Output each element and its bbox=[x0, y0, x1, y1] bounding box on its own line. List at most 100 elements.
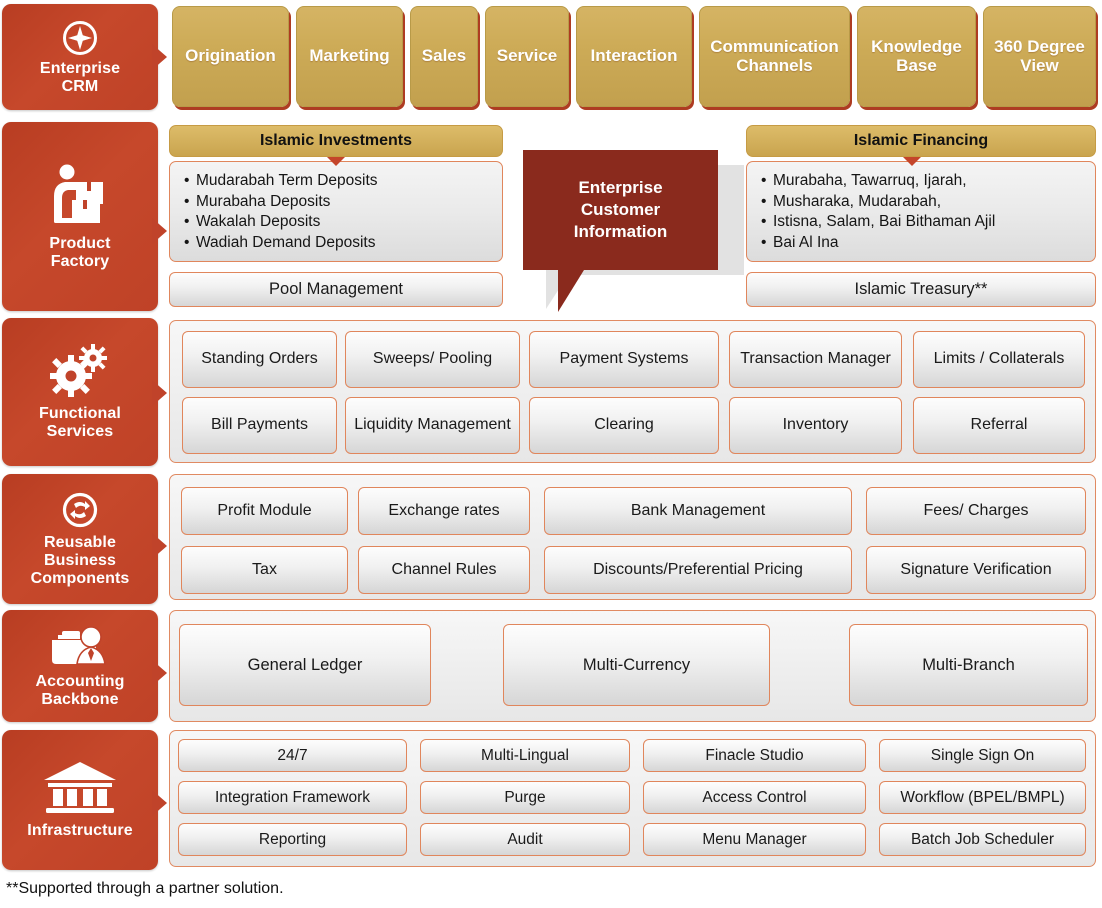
crm-tile-label: Service bbox=[496, 46, 558, 66]
briefcase-person-icon bbox=[44, 623, 116, 669]
list-item: •Murabaha Deposits bbox=[184, 192, 331, 210]
islamic-financing-header-label: Islamic Financing bbox=[853, 132, 989, 149]
rail-arrow-2 bbox=[152, 218, 167, 244]
tile-multi-lingual[interactable]: Multi-Lingual bbox=[420, 739, 630, 772]
rail-label-line1: Functional bbox=[39, 405, 121, 423]
tile-bank-management[interactable]: Bank Management bbox=[544, 487, 852, 535]
tile-label: Access Control bbox=[702, 788, 807, 806]
islamic-treasury-tile[interactable]: Islamic Treasury** bbox=[746, 272, 1096, 307]
rail-item-enterprise-crm[interactable]: Enterprise CRM bbox=[2, 4, 158, 110]
tile-integration-framework[interactable]: Integration Framework bbox=[178, 781, 407, 814]
tile-payment-systems[interactable]: Payment Systems bbox=[529, 331, 719, 388]
islamic-financing-header[interactable]: Islamic Financing bbox=[746, 125, 1096, 157]
tile-tax[interactable]: Tax bbox=[181, 546, 348, 594]
tile-access-control[interactable]: Access Control bbox=[643, 781, 866, 814]
rail-item-reusable-business-components[interactable]: Reusable Business Components bbox=[2, 474, 158, 604]
crm-tile-origination[interactable]: Origination bbox=[172, 6, 289, 107]
tile-label: Multi-Currency bbox=[582, 655, 691, 674]
tile-finacle-studio[interactable]: Finacle Studio bbox=[643, 739, 866, 772]
tile-batch-job-scheduler[interactable]: Batch Job Scheduler bbox=[879, 823, 1086, 856]
rail-label-line1: Reusable bbox=[44, 534, 116, 552]
crm-tile-marketing[interactable]: Marketing bbox=[296, 6, 403, 107]
rail-arrow-5 bbox=[152, 660, 167, 686]
tile-channel-rules[interactable]: Channel Rules bbox=[358, 546, 530, 594]
tile-workflow-bpel-bmpl[interactable]: Workflow (BPEL/BMPL) bbox=[879, 781, 1086, 814]
rail-arrow-3 bbox=[152, 380, 167, 406]
tile-bill-payments[interactable]: Bill Payments bbox=[182, 397, 337, 454]
crm-tile-knowledge-base[interactable]: Knowledge Base bbox=[857, 6, 976, 107]
enterprise-customer-information-bubble[interactable]: Enterprise Customer Information bbox=[523, 150, 718, 270]
worker-boxes-icon bbox=[43, 163, 117, 229]
rail-label-line2: Services bbox=[46, 423, 114, 440]
tile-fees-charges[interactable]: Fees/ Charges bbox=[866, 487, 1086, 535]
tile-limits-collaterals[interactable]: Limits / Collaterals bbox=[913, 331, 1085, 388]
tile-general-ledger[interactable]: General Ledger bbox=[179, 624, 431, 706]
tile-multi-currency[interactable]: Multi-Currency bbox=[503, 624, 770, 706]
tile-single-sign-on[interactable]: Single Sign On bbox=[879, 739, 1086, 772]
tile-label: General Ledger bbox=[247, 655, 363, 674]
tile-sweeps-pooling[interactable]: Sweeps/ Pooling bbox=[345, 331, 520, 388]
tile-24-7[interactable]: 24/7 bbox=[178, 739, 407, 772]
islamic-investments-header-label: Islamic Investments bbox=[259, 132, 413, 149]
tile-label: Bank Management bbox=[630, 501, 766, 519]
tile-label: Profit Module bbox=[217, 501, 312, 519]
islamic-financing-list: •Murabaha, Tawarruq, Ijarah, •Musharaka,… bbox=[746, 161, 1096, 262]
list-item: •Istisna, Salam, Bai Bithaman Ajil bbox=[761, 213, 996, 231]
tile-label: Tax bbox=[252, 560, 277, 578]
tile-clearing[interactable]: Clearing bbox=[529, 397, 719, 454]
tile-referral[interactable]: Referral bbox=[913, 397, 1085, 454]
rail-label-line2: Backbone bbox=[41, 691, 119, 708]
tile-label: Transaction Manager bbox=[740, 350, 891, 368]
rail-label-line2: CRM bbox=[61, 78, 99, 95]
bubble-line3: Information bbox=[573, 222, 668, 242]
tile-label: Exchange rates bbox=[388, 501, 500, 519]
tile-menu-manager[interactable]: Menu Manager bbox=[643, 823, 866, 856]
bubble-line1: Enterprise bbox=[578, 177, 663, 197]
bubble-tail bbox=[558, 270, 584, 312]
crm-tile-label: Knowledge Base bbox=[871, 36, 962, 75]
tile-liquidity-management[interactable]: Liquidity Management bbox=[345, 397, 520, 454]
tile-profit-module[interactable]: Profit Module bbox=[181, 487, 348, 535]
tile-label: Pool Management bbox=[269, 280, 403, 299]
rail-item-accounting-backbone[interactable]: Accounting Backbone bbox=[2, 610, 158, 722]
rail-item-product-factory[interactable]: Product Factory bbox=[2, 122, 158, 311]
tile-label: Referral bbox=[970, 416, 1028, 434]
tile-label: Audit bbox=[507, 830, 543, 848]
crm-tile-service[interactable]: Service bbox=[485, 6, 569, 107]
tile-transaction-manager[interactable]: Transaction Manager bbox=[729, 331, 902, 388]
tile-signature-verification[interactable]: Signature Verification bbox=[866, 546, 1086, 594]
tile-exchange-rates[interactable]: Exchange rates bbox=[358, 487, 530, 535]
tile-multi-branch[interactable]: Multi-Branch bbox=[849, 624, 1088, 706]
tile-standing-orders[interactable]: Standing Orders bbox=[182, 331, 337, 388]
tile-audit[interactable]: Audit bbox=[420, 823, 630, 856]
crm-tile-interaction[interactable]: Interaction bbox=[576, 6, 692, 107]
crm-tile-communication-channels[interactable]: Communication Channels bbox=[699, 6, 850, 107]
tile-label: Sweeps/ Pooling bbox=[372, 350, 493, 368]
list-item: •Wadiah Demand Deposits bbox=[184, 233, 376, 251]
islamic-financing-notch-icon bbox=[903, 157, 921, 166]
tile-label: Finacle Studio bbox=[705, 746, 804, 764]
tile-label: Payment Systems bbox=[559, 350, 689, 368]
crm-tile-360-degree-view[interactable]: 360 Degree View bbox=[983, 6, 1096, 107]
islamic-investments-list: •Mudarabah Term Deposits •Murabaha Depos… bbox=[169, 161, 503, 262]
crm-tile-label: Marketing bbox=[309, 46, 390, 66]
rail-item-functional-services[interactable]: Functional Services bbox=[2, 318, 158, 466]
tile-label: Signature Verification bbox=[900, 560, 1052, 578]
tile-label: Standing Orders bbox=[201, 350, 318, 368]
rail-item-infrastructure[interactable]: Infrastructure bbox=[2, 730, 158, 870]
gears-icon bbox=[45, 343, 115, 399]
tile-reporting[interactable]: Reporting bbox=[178, 823, 407, 856]
tile-inventory[interactable]: Inventory bbox=[729, 397, 902, 454]
islamic-investments-header[interactable]: Islamic Investments bbox=[169, 125, 503, 157]
rail-label-line2: Business bbox=[44, 552, 116, 570]
tile-purge[interactable]: Purge bbox=[420, 781, 630, 814]
rail-label-line3: Components bbox=[30, 569, 130, 587]
compass-icon bbox=[60, 18, 100, 58]
rail-label-line1: Product bbox=[49, 234, 111, 252]
tile-discounts-preferential-pricing[interactable]: Discounts/Preferential Pricing bbox=[544, 546, 852, 594]
crm-tile-sales[interactable]: Sales bbox=[410, 6, 478, 107]
crm-tile-label: 360 Degree View bbox=[994, 36, 1085, 75]
tile-label: Inventory bbox=[782, 416, 849, 434]
pool-management-tile[interactable]: Pool Management bbox=[169, 272, 503, 307]
